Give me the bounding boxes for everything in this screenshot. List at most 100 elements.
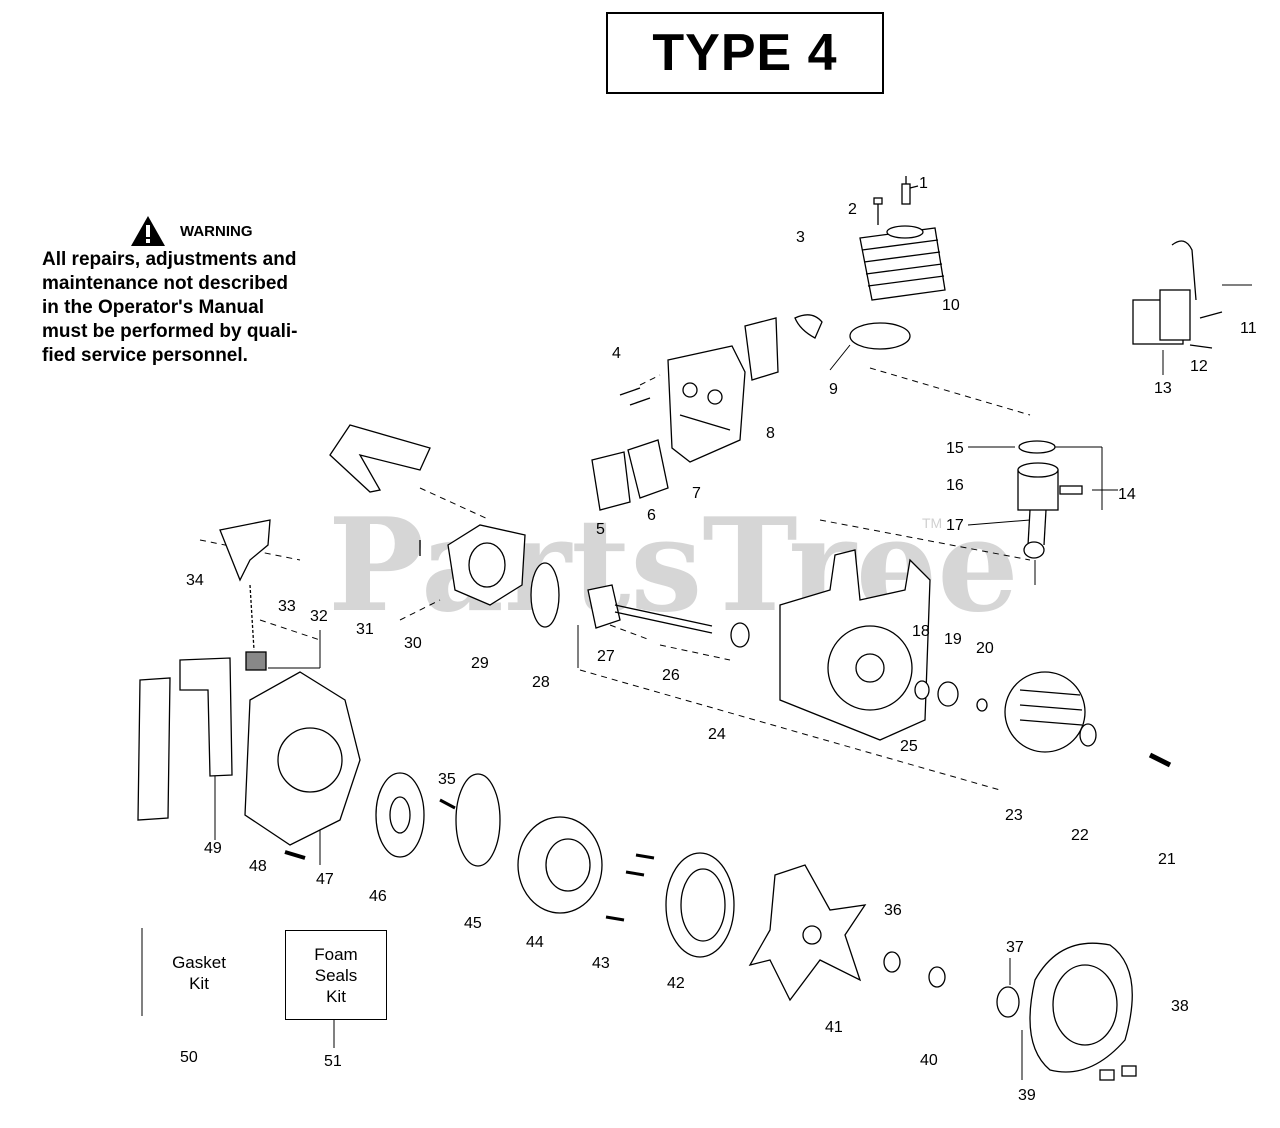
muffler-bolts	[619, 387, 651, 406]
fan-cover-ring	[665, 852, 735, 958]
gasket-kit-label: Gasket Kit	[162, 952, 236, 994]
intake-gasket	[329, 424, 431, 493]
part-number: 37	[1006, 939, 1024, 956]
fan-housing	[244, 671, 361, 846]
leader-lines	[141, 284, 1252, 1080]
page-title: TYPE 4	[652, 24, 838, 82]
fan-impeller	[748, 864, 867, 1002]
carburetor-adapter	[447, 524, 526, 606]
warning-heading-text: WARNING	[180, 222, 253, 240]
ignition-module	[1132, 240, 1223, 349]
part-number: 32	[310, 608, 328, 625]
part-number: 41	[825, 1019, 843, 1036]
warning-line: must be performed by quali-	[42, 321, 298, 342]
part-number: 33	[278, 598, 296, 615]
piston-assembly	[1017, 440, 1083, 559]
warning-line: fied service personnel.	[42, 345, 248, 366]
part-number: 15	[946, 440, 964, 457]
part-number: 12	[1190, 358, 1208, 375]
foam-kit-line: Foam	[314, 944, 358, 964]
part-number-labels: 1 2 3 4 5 6 7 8 9 10 11 12 13 14 15 16 1…	[180, 175, 1257, 1104]
part-number: 26	[662, 667, 680, 684]
part-number: 40	[920, 1052, 938, 1069]
foam-kit-line: Kit	[326, 986, 346, 1006]
part-number: 29	[471, 655, 489, 672]
part-number: 46	[369, 888, 387, 905]
alignment-lines	[199, 367, 1031, 791]
part-number: 47	[316, 871, 334, 888]
part-number: 11	[1240, 320, 1257, 337]
foam-kit-line: Seals	[314, 965, 358, 985]
nut	[883, 951, 901, 973]
bearing	[730, 622, 750, 648]
part-number: 23	[1005, 807, 1023, 824]
warning-line: All repairs, adjustments and	[42, 249, 297, 270]
part-number: 18	[912, 623, 930, 640]
crankshaft	[587, 584, 713, 634]
pin	[1148, 752, 1172, 768]
engine-housing	[779, 549, 931, 741]
part-number: 19	[944, 631, 962, 648]
part-number: 39	[1018, 1087, 1036, 1104]
nut	[928, 966, 946, 988]
muffler	[667, 345, 746, 463]
part-number: 38	[1171, 998, 1189, 1015]
housing-screw	[284, 850, 306, 860]
part-number: 13	[1154, 380, 1172, 397]
muffler-plate	[591, 451, 631, 511]
part-number: 30	[404, 635, 422, 652]
part-number: 4	[612, 345, 621, 362]
starter-pulley	[375, 772, 425, 858]
part-number: 16	[946, 477, 964, 494]
part-number: 27	[597, 648, 615, 665]
muffler-guard	[744, 317, 779, 381]
trademark: TM	[922, 515, 942, 531]
title-box: TYPE 4	[606, 12, 884, 94]
part-number: 43	[592, 955, 610, 972]
part-number: 51	[324, 1053, 342, 1070]
pulley-washer	[455, 773, 501, 867]
part-number: 45	[464, 915, 482, 932]
part-number: 20	[976, 640, 994, 657]
cylinder	[859, 225, 946, 301]
part-number: 6	[647, 507, 656, 524]
part-number: 1	[919, 175, 928, 192]
spark-plug	[901, 176, 919, 205]
part-number: 42	[667, 975, 685, 992]
part-number: 5	[596, 521, 605, 538]
clip	[794, 314, 823, 339]
bearing-seal	[937, 681, 959, 707]
starter-assembly	[517, 816, 603, 914]
part-number: 24	[708, 726, 726, 743]
muffler-gasket	[627, 439, 669, 499]
part-number: 34	[186, 572, 204, 589]
warning-line: maintenance not described	[42, 273, 289, 294]
part-number: 31	[356, 621, 374, 638]
part-number: 17	[946, 517, 964, 534]
bolt	[873, 197, 883, 225]
primer-handle	[219, 519, 271, 671]
warning-text: All repairs, adjustments and maintenance…	[42, 248, 338, 368]
part-number: 36	[884, 902, 902, 919]
warning-icon	[131, 216, 165, 246]
part-number: 3	[796, 229, 805, 246]
part-number: 14	[1118, 486, 1136, 503]
warning-heading: WARNING	[130, 214, 253, 248]
part-number: 49	[204, 840, 222, 857]
starter-screws	[605, 853, 655, 922]
part-number: 50	[180, 1049, 198, 1066]
part-number: 10	[942, 297, 960, 314]
flywheel	[1004, 671, 1086, 753]
part-number: 7	[692, 485, 701, 502]
pulley-screw	[439, 798, 456, 810]
part-number: 44	[526, 934, 544, 951]
part-number: 9	[829, 381, 838, 398]
part-number: 35	[438, 771, 456, 788]
warning-line: in the Operator's Manual	[42, 297, 264, 318]
gasket-kit-line: Kit	[189, 974, 209, 993]
part-number: 22	[1071, 827, 1089, 844]
washer	[1079, 723, 1097, 747]
foam-seals-kit-box: Foam Seals Kit	[285, 930, 387, 1020]
cylinder-gasket	[849, 322, 911, 350]
